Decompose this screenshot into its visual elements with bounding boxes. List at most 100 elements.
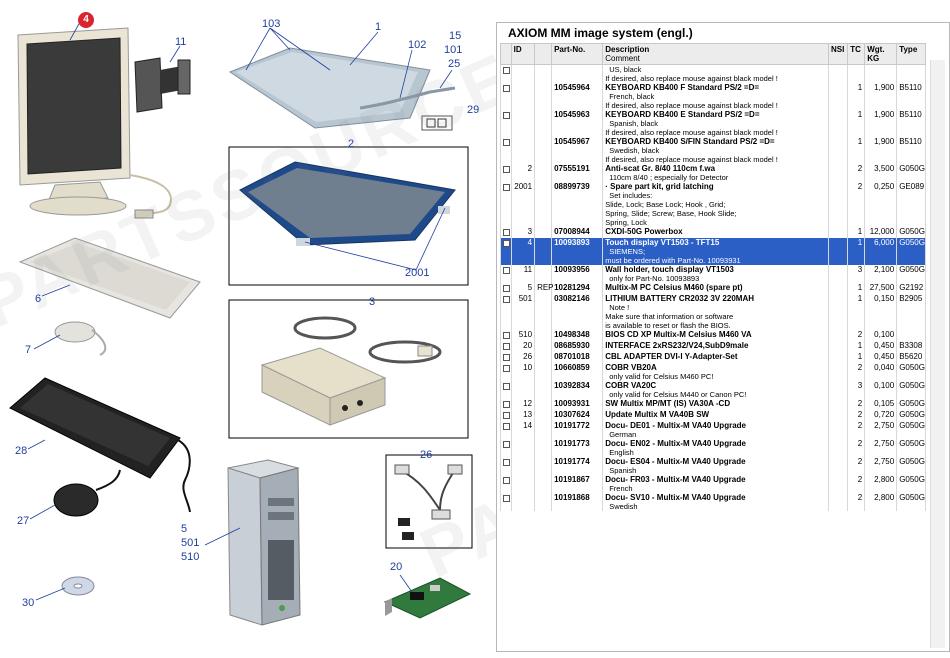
dvi-adapter-illustration[interactable] [394,464,463,540]
row-checkbox[interactable] [503,459,510,466]
row-nsi [828,421,849,439]
row-rep [534,399,553,410]
col-header-tc[interactable]: TC [847,43,866,65]
callout-2[interactable]: 2 [348,138,355,150]
row-checkbox[interactable] [503,495,510,502]
callout-25[interactable]: 25 [448,58,461,70]
callout-2001[interactable]: 2001 [405,267,430,279]
callout-11[interactable]: 11 [175,36,187,48]
callout-26[interactable]: 26 [420,449,433,461]
interface-card-illustration[interactable] [383,577,472,619]
row-part-no: 08685930 [551,341,604,352]
row-part-no: 10545964 [551,83,604,110]
callout-29[interactable]: 29 [467,104,480,116]
col-header-part-no[interactable]: Part-No. [551,43,604,65]
row-checkbox[interactable] [503,423,510,430]
wall-holder-illustration[interactable] [134,57,191,113]
row-checkbox[interactable] [503,184,510,191]
row-checkbox[interactable] [503,401,510,408]
callout-28[interactable]: 28 [15,445,28,457]
callout-27[interactable]: 27 [17,515,30,527]
row-checkbox[interactable] [503,383,510,390]
callout-101[interactable]: 101 [444,44,463,56]
row-weight: 2,800 [864,475,898,493]
row-checkbox[interactable] [503,477,510,484]
row-checkbox[interactable] [503,354,510,361]
callout-3[interactable]: 3 [369,296,376,308]
callout-5[interactable]: 5 [181,523,188,535]
powerbox-illustration[interactable] [260,316,442,426]
vertical-scrollbar[interactable] [930,60,945,648]
row-checkbox[interactable] [503,365,510,372]
callout-510[interactable]: 510 [181,551,200,563]
row-description: KEYBOARD KB400 E Standard PS/2 =D= [605,110,760,119]
callout-103[interactable]: 103 [262,18,281,30]
callout-6[interactable]: 6 [35,293,42,305]
callout-501[interactable]: 501 [181,537,200,549]
row-checkbox[interactable] [503,229,510,236]
callout-30[interactable]: 30 [22,597,35,609]
row-checkbox[interactable] [503,332,510,339]
pc-tower-illustration[interactable] [227,459,301,626]
row-part-no: 10281294 [551,283,604,294]
col-header-id[interactable]: ID [510,43,536,65]
mouse-light-illustration[interactable] [54,321,107,356]
row-checkbox[interactable] [503,285,510,292]
row-checkbox[interactable] [503,85,510,92]
row-checkbox[interactable] [503,441,510,448]
row-checkbox[interactable] [503,67,510,74]
detector-illustration[interactable] [228,47,456,131]
row-tc: 2 [847,363,866,381]
callout-20[interactable]: 20 [390,561,403,573]
row-part-no: 10660859 [551,363,604,381]
col-header-type[interactable]: Type [896,43,926,65]
row-checkbox[interactable] [503,343,510,350]
row-checkbox[interactable] [503,412,510,419]
row-checkbox[interactable] [503,166,510,173]
row-weight: 0,100 [864,381,898,399]
keyboard-light-illustration[interactable] [18,237,201,319]
keyboard-black-illustration[interactable] [9,377,191,513]
callout-7[interactable]: 7 [25,344,32,356]
callout-1[interactable]: 1 [375,21,382,33]
mouse-black-illustration[interactable] [53,469,121,517]
row-checkbox[interactable] [503,139,510,146]
col-header-weight[interactable]: Wgt.KG [864,43,898,65]
callout-15[interactable]: 15 [449,30,462,42]
callout-102[interactable]: 102 [408,39,427,51]
row-tc: 1 [847,283,866,294]
row-checkbox[interactable] [503,112,510,119]
cd-illustration[interactable] [61,576,95,596]
antiscatter-grid-illustration[interactable] [239,161,456,246]
col-header-nsi[interactable]: NSI [828,43,849,65]
monitor-illustration[interactable] [17,27,172,219]
row-checkbox[interactable] [503,267,510,274]
row-checkbox[interactable] [503,240,510,247]
callout-4[interactable]: 4 [78,12,94,28]
row-checkbox[interactable] [503,296,510,303]
